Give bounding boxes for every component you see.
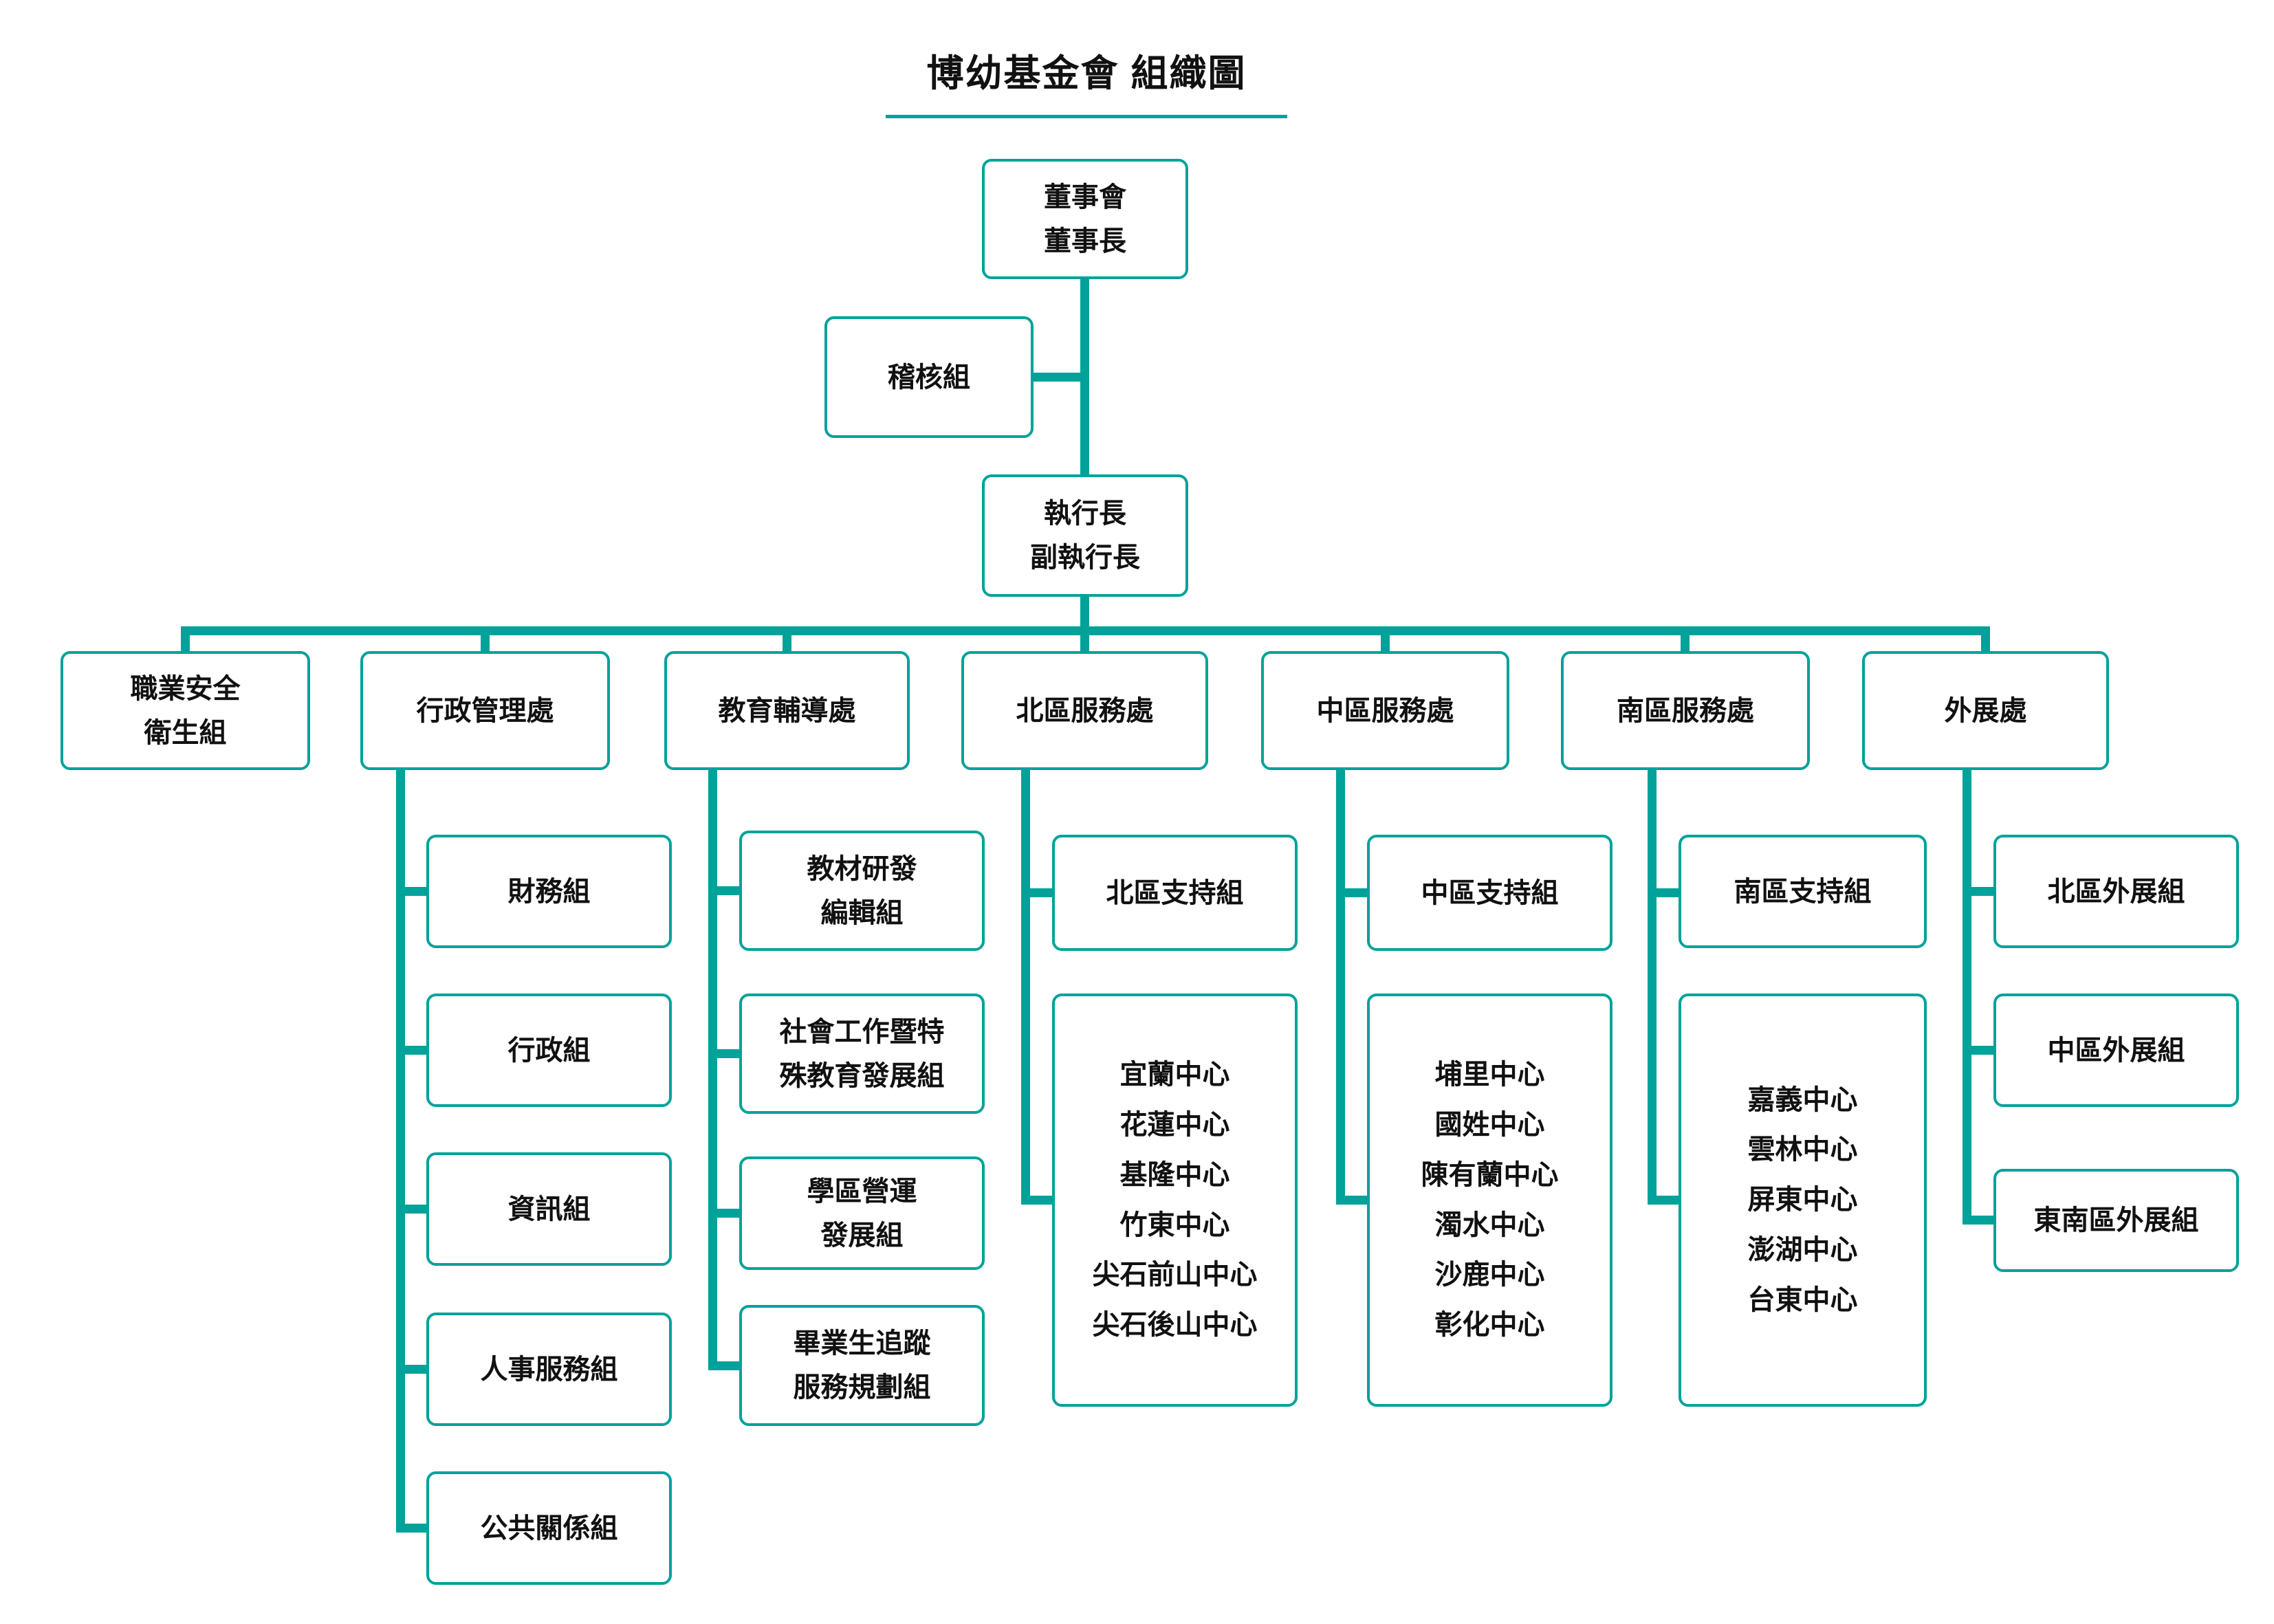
node-hr-service-group: 人事服務組 bbox=[426, 1313, 672, 1426]
connector-central-vertical bbox=[1336, 770, 1345, 1205]
connector-drop-central bbox=[1381, 626, 1390, 654]
connector-admin-stub-5 bbox=[396, 1524, 429, 1533]
node-audit: 稽核組 bbox=[824, 316, 1034, 438]
connector-audit bbox=[1034, 373, 1089, 382]
connector-south-vertical bbox=[1648, 770, 1657, 1205]
node-central-office: 中區服務處 bbox=[1261, 651, 1509, 770]
node-outreach-office: 外展處 bbox=[1862, 651, 2109, 770]
chart-title: 博幼基金會 組織圖 bbox=[886, 43, 1287, 118]
connector-admin-stub-4 bbox=[396, 1365, 429, 1374]
connector-south-stub-1 bbox=[1648, 888, 1681, 897]
connector-outreach-stub-3 bbox=[1963, 1216, 1996, 1225]
connector-outreach-vertical bbox=[1963, 770, 1971, 1225]
node-north-office: 北區服務處 bbox=[961, 651, 1208, 770]
node-finance-group: 財務組 bbox=[426, 835, 672, 948]
connector-drop-north bbox=[1080, 626, 1089, 654]
node-graduate-tracking-group: 畢業生追蹤 服務規劃組 bbox=[739, 1305, 985, 1426]
connector-north-stub-2 bbox=[1021, 1196, 1055, 1205]
node-north-centers: 宜蘭中心 花蓮中心 基隆中心 竹東中心 尖石前山中心 尖石後山中心 bbox=[1052, 994, 1298, 1407]
node-board: 董事會 董事長 bbox=[982, 159, 1188, 279]
node-southeast-outreach-group: 東南區外展組 bbox=[1993, 1169, 2239, 1272]
node-central-support-group: 中區支持組 bbox=[1367, 835, 1612, 951]
connector-drop-safety bbox=[181, 626, 190, 654]
connector-outreach-stub-1 bbox=[1963, 887, 1996, 896]
node-district-operations-group: 學區營運 發展組 bbox=[739, 1156, 985, 1270]
connector-executive-branch bbox=[1080, 597, 1089, 631]
connector-education-stub-1 bbox=[708, 886, 742, 895]
connector-education-stub-4 bbox=[708, 1361, 742, 1370]
node-education-office: 教育輔導處 bbox=[664, 651, 910, 770]
connector-education-vertical bbox=[708, 770, 717, 1370]
node-south-support-group: 南區支持組 bbox=[1679, 835, 1927, 948]
node-south-centers: 嘉義中心 雲林中心 屏東中心 澎湖中心 台東中心 bbox=[1679, 994, 1927, 1407]
connector-north-stub-1 bbox=[1021, 888, 1055, 897]
connector-education-stub-3 bbox=[708, 1209, 742, 1218]
node-public-relations-group: 公共關係組 bbox=[426, 1471, 672, 1585]
connector-drop-admin bbox=[481, 626, 490, 654]
connector-education-stub-2 bbox=[708, 1049, 742, 1058]
node-executive: 執行長 副執行長 bbox=[982, 474, 1188, 597]
node-materials-group: 教材研發 編輯組 bbox=[739, 831, 985, 951]
node-central-centers: 埔里中心 國姓中心 陳有蘭中心 濁水中心 沙鹿中心 彰化中心 bbox=[1367, 994, 1612, 1407]
connector-drop-education bbox=[783, 626, 791, 654]
connector-north-vertical bbox=[1021, 770, 1030, 1205]
connector-central-stub-1 bbox=[1336, 888, 1370, 897]
node-it-group: 資訊組 bbox=[426, 1152, 672, 1266]
connector-admin-stub-1 bbox=[396, 887, 429, 896]
connector-central-stub-2 bbox=[1336, 1196, 1370, 1205]
connector-drop-south bbox=[1681, 626, 1690, 654]
connector-admin-vertical bbox=[396, 770, 405, 1533]
node-central-outreach-group: 中區外展組 bbox=[1993, 994, 2239, 1107]
connector-south-stub-2 bbox=[1648, 1196, 1681, 1205]
node-admin-office: 行政管理處 bbox=[360, 651, 610, 770]
connector-admin-stub-3 bbox=[396, 1205, 429, 1214]
connector-admin-stub-2 bbox=[396, 1046, 429, 1055]
node-administration-group: 行政組 bbox=[426, 994, 672, 1107]
node-safety-group: 職業安全 衛生組 bbox=[61, 651, 310, 770]
node-north-support-group: 北區支持組 bbox=[1052, 835, 1298, 951]
node-south-office: 南區服務處 bbox=[1561, 651, 1810, 770]
connector-outreach-stub-2 bbox=[1963, 1046, 1996, 1055]
node-north-outreach-group: 北區外展組 bbox=[1993, 835, 2239, 948]
connector-drop-outreach bbox=[1981, 626, 1990, 654]
node-socialwork-group: 社會工作暨特 殊教育發展組 bbox=[739, 994, 985, 1114]
